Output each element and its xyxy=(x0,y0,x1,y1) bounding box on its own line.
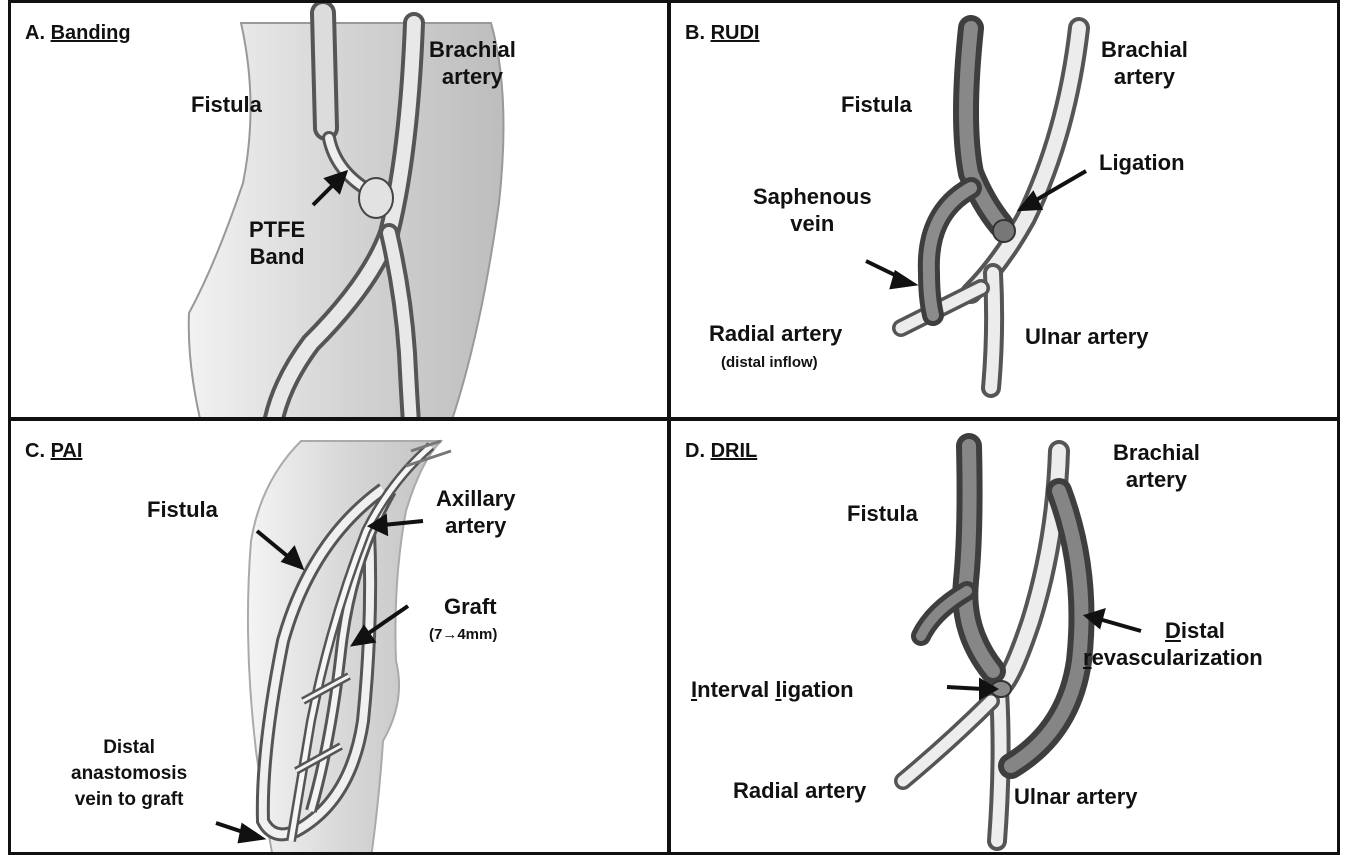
label-rest: nterval xyxy=(697,677,775,702)
label-line: Brachial xyxy=(1113,439,1200,466)
banding-illustration xyxy=(11,3,670,420)
label-line: revascularization xyxy=(1083,644,1263,671)
label-rest: istal xyxy=(1181,618,1225,643)
label-initial: r xyxy=(1083,645,1092,670)
panel-title-dril: D. DRIL xyxy=(685,439,757,463)
label-fistula: Fistula xyxy=(147,496,218,523)
label-line: artery xyxy=(1101,63,1188,90)
panel-title: DRIL xyxy=(711,440,758,462)
label-graft: Graft xyxy=(444,593,497,620)
ligation-mark xyxy=(993,220,1015,242)
label-line: vein xyxy=(753,210,872,237)
label-line: Band xyxy=(249,243,305,270)
arrow-to-saphenous xyxy=(866,261,913,287)
label-distal-anastomosis: Distal anastomosis vein to graft xyxy=(71,735,187,813)
label-line: anastomosis xyxy=(71,761,187,787)
label-fistula: Fistula xyxy=(841,91,912,118)
label-line: Distal xyxy=(1083,617,1263,644)
label-saphenous: Saphenous vein xyxy=(753,183,872,237)
ptfe-band-shape xyxy=(359,178,393,218)
panel-title-pai: C. PAI xyxy=(25,439,82,463)
label-initial: D xyxy=(1165,618,1181,643)
panel-dril: D. DRIL Fistula Brachial artery Distal r… xyxy=(668,418,1340,855)
label-line: artery xyxy=(436,512,516,539)
label-graft-size: (7→4mm) xyxy=(429,625,497,645)
panel-title-banding: A. Banding xyxy=(25,21,131,45)
panel-title: PAI xyxy=(51,440,83,462)
label-brachial: Brachial artery xyxy=(1113,439,1200,493)
panel-title: RUDI xyxy=(711,22,760,44)
label-brachial: Brachial artery xyxy=(429,36,516,90)
label-line: artery xyxy=(1113,466,1200,493)
label-line: Axillary xyxy=(436,485,516,512)
brachial-artery-vessel xyxy=(971,28,1079,293)
label-ulnar: Ulnar artery xyxy=(1014,783,1138,810)
label-line: artery xyxy=(429,63,516,90)
label-line: Distal xyxy=(71,735,187,761)
label-rest: evascularization xyxy=(1092,645,1263,670)
panel-banding: A. Banding Fistula Brachial artery PTFE … xyxy=(8,0,670,420)
label-axillary: Axillary artery xyxy=(436,485,516,539)
label-brachial: Brachial artery xyxy=(1101,36,1188,90)
arrow-to-anastomosis xyxy=(216,823,261,841)
panel-pai: C. PAI Fistula Axillary artery Graft (7→… xyxy=(8,418,670,855)
panel-letter: A. xyxy=(25,22,45,44)
label-interval-ligation: Interval ligation xyxy=(691,676,854,703)
label-fistula: Fistula xyxy=(847,500,918,527)
label-line: Brachial xyxy=(1101,36,1188,63)
label-ligation: Ligation xyxy=(1099,149,1185,176)
panel-title-rudi: B. RUDI xyxy=(685,21,759,45)
panel-letter: B. xyxy=(685,22,705,44)
label-fistula: Fistula xyxy=(191,91,262,118)
label-radial: Radial artery xyxy=(709,320,842,347)
arrow-to-ligation xyxy=(947,681,995,697)
label-distal-revascularization: Distal revascularization xyxy=(1083,617,1263,671)
label-radial-sub: (distal inflow) xyxy=(721,353,818,373)
label-radial: Radial artery xyxy=(733,777,866,804)
panel-letter: D. xyxy=(685,440,705,462)
label-ptfe-band: PTFE Band xyxy=(249,216,305,270)
label-ulnar: Ulnar artery xyxy=(1025,323,1149,350)
label-rest: igation xyxy=(782,677,854,702)
panel-title: Banding xyxy=(51,22,131,44)
label-line: vein to graft xyxy=(71,787,187,813)
panel-letter: C. xyxy=(25,440,45,462)
label-line: Brachial xyxy=(429,36,516,63)
label-line: Saphenous xyxy=(753,183,872,210)
label-line: PTFE xyxy=(249,216,305,243)
panel-rudi: B. RUDI Fistula Brachial artery Ligation… xyxy=(668,0,1340,420)
